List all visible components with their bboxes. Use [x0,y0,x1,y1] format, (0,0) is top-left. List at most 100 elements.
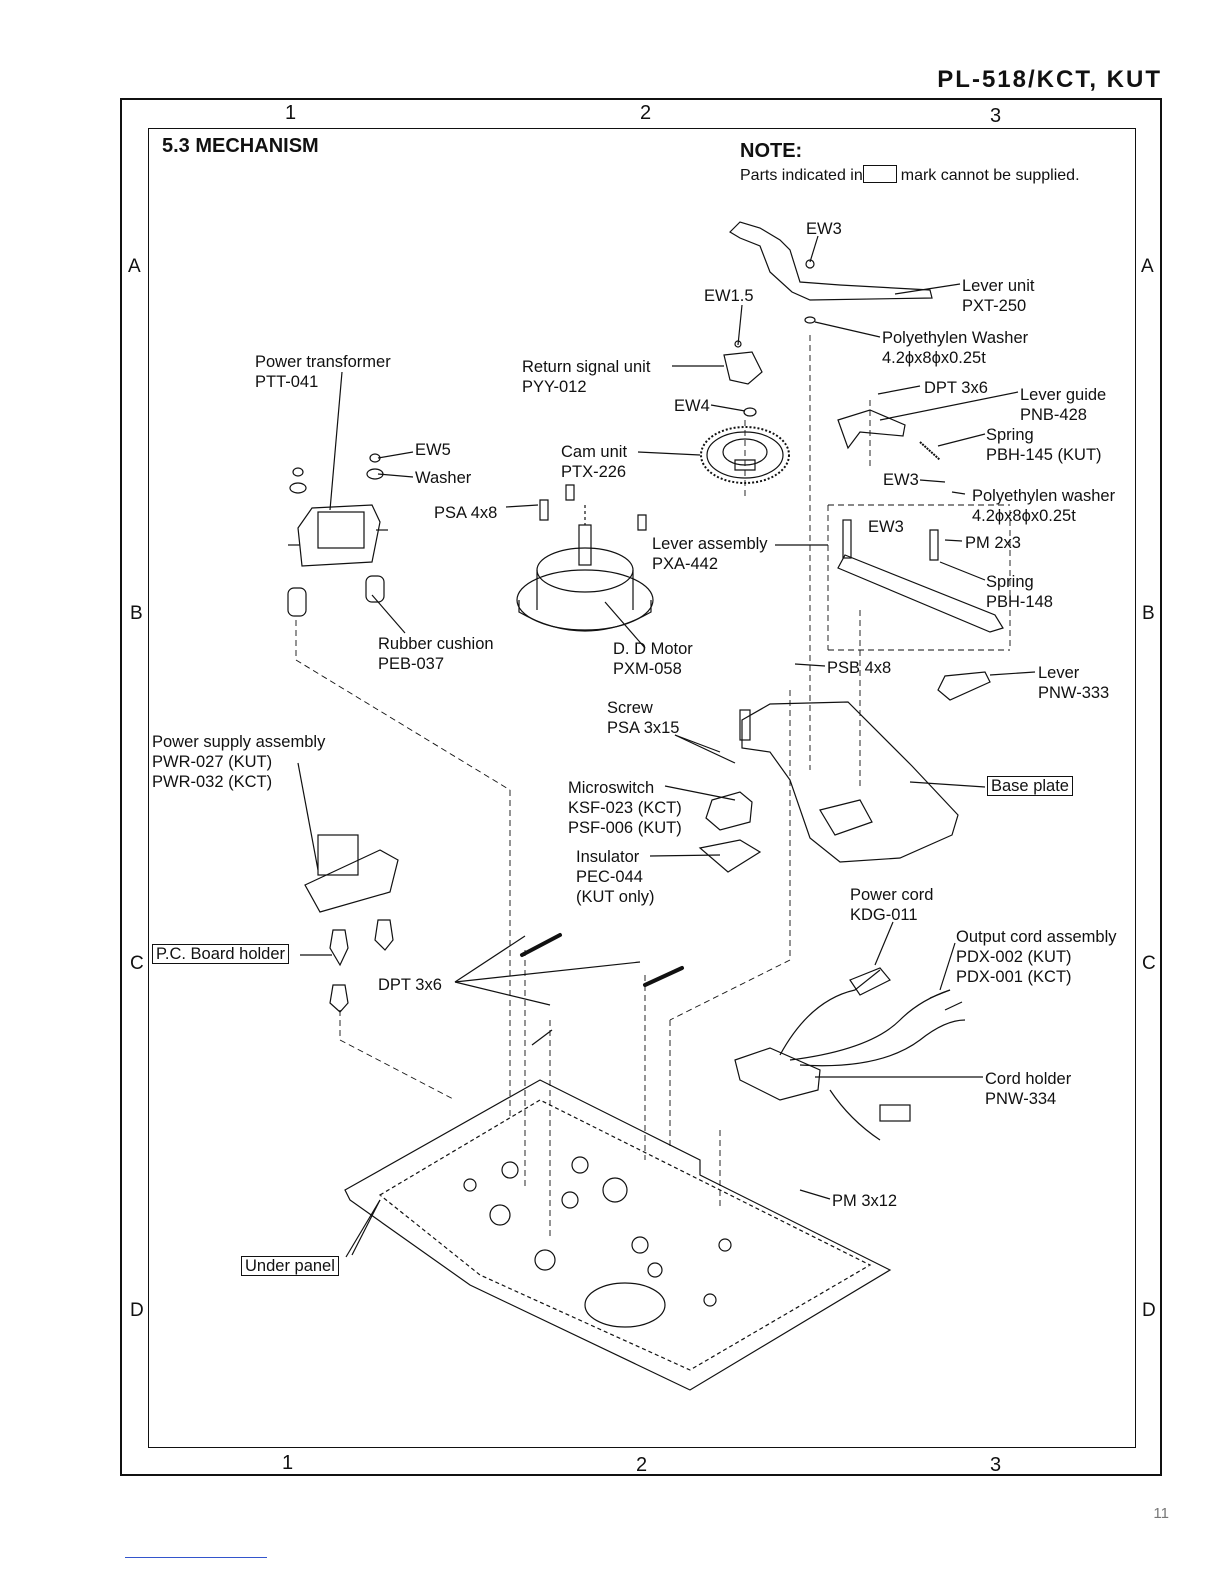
grid-row-a-right: A [1141,256,1154,277]
label-dd-motor: D. D Motor PXM-058 [613,639,693,679]
label-ew3-mid: EW3 [883,471,919,489]
bottom-link-line [125,1557,267,1558]
polyethylen-washer-2-name: Polyethylen washer [972,487,1116,505]
label-spring-145: Spring PBH-145 (KUT) [986,425,1102,465]
label-return-signal-unit: Return signal unit PYY-012 [522,357,650,397]
label-ew3-top: EW3 [806,220,842,238]
pc-board-holder-boxed: P.C. Board holder [152,944,290,964]
grid-col-2-bottom: 2 [636,1454,648,1476]
grid-row-b-right: B [1142,603,1155,624]
label-ew3-low: EW3 [868,518,904,536]
power-supply-code-1: PWR-027 (KUT) [152,753,273,771]
note-box-symbol [862,165,897,183]
screw-code: PSA 3x15 [607,719,680,737]
insulator-code: PEC-044 [576,868,643,886]
grid-row-a-left: A [128,256,141,277]
label-psa-4x8: PSA 4x8 [434,504,498,522]
label-output-cord: Output cord assembly PDX-002 (KUT) PDX-0… [956,927,1117,987]
lever-assembly-code: PXA-442 [652,555,719,573]
spring-145-name: Spring [986,426,1034,444]
return-signal-unit-name: Return signal unit [522,358,651,376]
label-polyethylen-washer-1: Polyethylen Washer 4.2ϕx8ϕx0.25t [882,328,1028,368]
leader-power-transformer [329,371,343,511]
label-pm-2x3: PM 2x3 [965,534,1021,552]
outer-frame [120,98,1162,1476]
label-ew5: EW5 [415,441,451,459]
grid-row-c-left: C [130,953,144,974]
grid-row-d-left: D [130,1300,144,1321]
label-psb-4x8: PSB 4x8 [827,659,892,677]
label-under-panel: Under panel [241,1256,339,1276]
label-rubber-cushion: Rubber cushion PEB-037 [378,634,494,674]
power-cord-name: Power cord [850,886,934,904]
lever-assembly-name: Lever assembly [652,535,768,553]
power-transformer-code: PTT-041 [255,373,319,391]
spring-145-code: PBH-145 (KUT) [986,446,1102,464]
under-panel-boxed: Under panel [241,1256,339,1276]
grid-col-3-bottom: 3 [990,1454,1002,1476]
lever-pnw-name: Lever [1038,664,1080,682]
label-ew1-5: EW1.5 [704,287,754,305]
label-cam-unit: Cam unit PTX-226 [561,442,627,482]
label-pc-board-holder: P.C. Board holder [152,944,290,964]
microswitch-code-2: PSF-006 (KUT) [568,819,682,837]
label-polyethylen-washer-2: Polyethylen washer 4.2ϕx8ϕx0.25t [972,486,1115,526]
polyethylen-washer-2-spec: 4.2ϕx8ϕx0.25t [972,507,1076,525]
label-base-plate: Base plate [987,776,1073,796]
note-text-before: Parts indicated in [740,167,863,184]
grid-row-b-left: B [130,603,143,624]
cam-unit-code: PTX-226 [561,463,627,481]
page-number: 11 [1153,1505,1169,1522]
label-spring-148: Spring PBH-148 [986,572,1053,612]
power-supply-code-2: PWR-032 (KCT) [152,773,273,791]
cord-holder-code: PNW-334 [985,1090,1057,1108]
rubber-cushion-code: PEB-037 [378,655,445,673]
label-dpt-3x6-low: DPT 3x6 [378,976,442,994]
polyethylen-washer-1-spec: 4.2ϕx8ϕx0.25t [882,349,986,367]
grid-row-d-right: D [1142,1300,1156,1321]
label-power-supply: Power supply assembly PWR-027 (KUT) PWR-… [152,732,325,792]
note-text-after: mark cannot be supplied. [900,167,1080,184]
label-insulator: Insulator PEC-044 (KUT only) [576,847,655,907]
note-title: NOTE: [740,140,803,162]
power-cord-code: KDG-011 [850,906,918,924]
label-lever-guide: Lever guide PNB-428 [1020,385,1106,425]
screw-name: Screw [607,699,653,717]
label-lever-unit: Lever unit PXT-250 [962,276,1034,316]
label-cord-holder: Cord holder PNW-334 [985,1069,1071,1109]
label-power-cord: Power cord KDG-011 [850,885,933,925]
insulator-name: Insulator [576,848,640,866]
label-microswitch: Microswitch KSF-023 (KCT) PSF-006 (KUT) [568,778,682,838]
lever-pnw-code: PNW-333 [1038,684,1110,702]
output-cord-code-2: PDX-001 (KCT) [956,968,1072,986]
insulator-note: (KUT only) [576,888,655,906]
output-cord-name: Output cord assembly [956,928,1117,946]
polyethylen-washer-1-name: Polyethylen Washer [882,329,1029,347]
section-title: 5.3 MECHANISM [162,135,319,157]
cord-holder-name: Cord holder [985,1070,1072,1088]
label-dpt-3x6-top: DPT 3x6 [924,379,988,397]
output-cord-code-1: PDX-002 (KUT) [956,948,1072,966]
label-pm-3x12: PM 3x12 [832,1192,898,1210]
label-power-transformer: Power transformer PTT-041 [255,352,391,392]
lever-guide-name: Lever guide [1020,386,1107,404]
microswitch-name: Microswitch [568,779,655,797]
grid-col-1-top: 1 [285,102,297,124]
inner-frame [148,128,1136,1448]
dd-motor-name: D. D Motor [613,640,693,658]
label-screw: Screw PSA 3x15 [607,698,679,738]
lever-unit-code: PXT-250 [962,297,1027,315]
power-transformer-name: Power transformer [255,353,391,371]
spring-148-name: Spring [986,573,1034,591]
microswitch-code-1: KSF-023 (KCT) [568,799,682,817]
label-lever-pnw: Lever PNW-333 [1038,663,1109,703]
label-lever-assembly: Lever assembly PXA-442 [652,534,768,574]
rubber-cushion-name: Rubber cushion [378,635,494,653]
dd-motor-code: PXM-058 [613,660,682,678]
power-supply-name: Power supply assembly [152,733,326,751]
note-text: Parts indicated in mark cannot be supplie… [740,165,1080,185]
model-header: PL-518/KCT, KUT [937,66,1162,93]
label-washer: Washer [415,469,472,487]
cam-unit-name: Cam unit [561,443,628,461]
